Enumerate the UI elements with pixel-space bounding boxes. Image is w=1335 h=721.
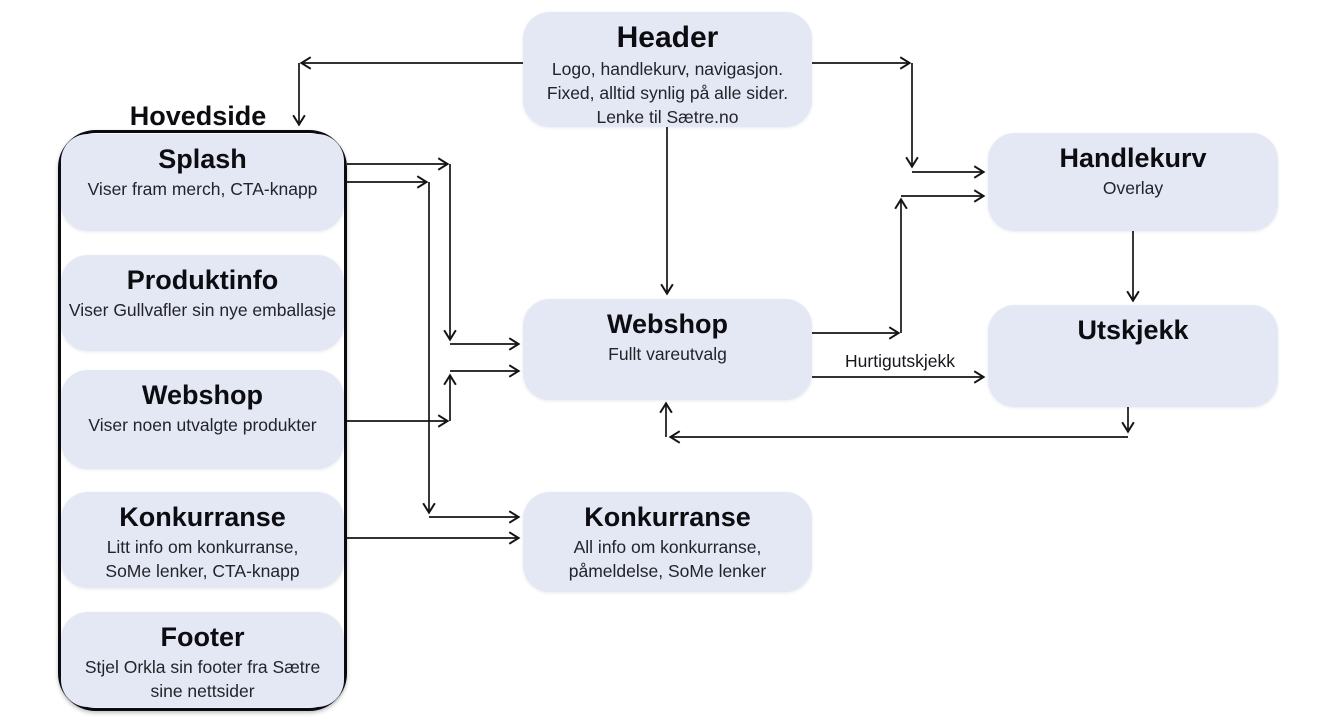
- hovedside-group-label: Hovedside: [129, 101, 267, 131]
- node-splash-desc: Viser fram merch, CTA-knapp: [87, 179, 318, 199]
- node-footer: Footer Stjel Orkla sin footer fra Sætre …: [61, 612, 344, 707]
- node-splash-title: Splash: [158, 144, 247, 174]
- node-utskjekk-title: Utskjekk: [1077, 315, 1189, 345]
- node-webshop-title: Webshop: [607, 309, 728, 339]
- node-konkurranse-hovedside-desc: Litt info om konkurranse, SoMe lenker, C…: [105, 537, 300, 581]
- node-handlekurv-title: Handlekurv: [1059, 143, 1207, 173]
- node-webshop-hovedside-title: Webshop: [142, 380, 263, 410]
- node-konkurranse: Konkurranse All info om konkurranse, påm…: [523, 492, 812, 592]
- node-splash: Splash Viser fram merch, CTA-knapp: [61, 134, 344, 231]
- node-produktinfo-desc: Viser Gullvafler sin nye emballasje: [68, 300, 337, 320]
- arrow-header-to-handlekurv: [812, 56, 986, 179]
- node-webshop-desc: Fullt vareutvalg: [608, 344, 727, 364]
- node-webshop-hovedside: Webshop Viser noen utvalgte produkter: [61, 370, 344, 469]
- node-produktinfo: Produktinfo Viser Gullvafler sin nye emb…: [61, 255, 344, 351]
- node-header-title: Header: [616, 21, 719, 54]
- node-footer-title: Footer: [160, 622, 245, 652]
- arrow-splash-to-konkurranse: [347, 175, 521, 524]
- node-header-desc: Logo, handlekurv, navigasjon. Fixed, all…: [546, 59, 789, 127]
- node-konkurranse-title: Konkurranse: [584, 502, 751, 532]
- arrow-webshop-to-handlekurv: [812, 189, 986, 340]
- arrow-utskjekk-to-webshop: [659, 401, 1135, 444]
- node-handlekurv: Handlekurv Overlay: [988, 133, 1278, 231]
- node-header: Header Logo, handlekurv, navigasjon. Fix…: [523, 12, 812, 127]
- node-konkurranse-desc: All info om konkurranse, påmeldelse, SoM…: [568, 537, 767, 581]
- node-utskjekk: Utskjekk: [988, 305, 1278, 407]
- node-footer-desc: Stjel Orkla sin footer fra Sætre sine ne…: [84, 657, 321, 701]
- node-produktinfo-title: Produktinfo: [126, 265, 279, 295]
- arrow-splash-to-webshop: [347, 157, 521, 351]
- node-konkurranse-hovedside-title: Konkurranse: [119, 502, 286, 532]
- node-konkurranse-hovedside: Konkurranse Litt info om konkurranse, So…: [61, 492, 344, 588]
- node-handlekurv-desc: Overlay: [1102, 178, 1164, 198]
- arrow-header-to-hovedside: [292, 56, 523, 127]
- node-webshop-hovedside-desc: Viser noen utvalgte produkter: [88, 415, 317, 435]
- arrow-webshophoved-to-webshop: [347, 364, 521, 428]
- hurtigutskjekk-edge-label: Hurtigutskjekk: [845, 351, 955, 371]
- node-webshop: Webshop Fullt vareutvalg: [523, 299, 812, 400]
